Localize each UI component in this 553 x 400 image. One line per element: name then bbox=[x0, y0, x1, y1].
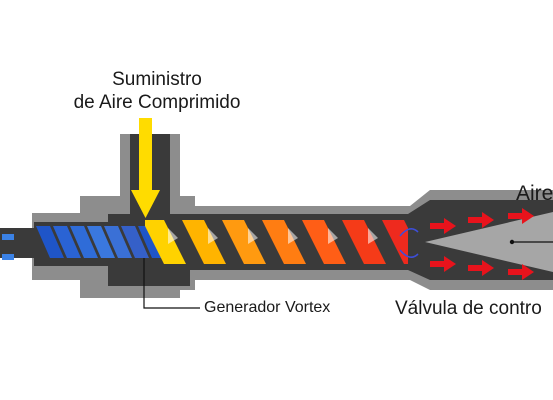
swirl-band-hot bbox=[262, 220, 306, 264]
swirl-band-hot bbox=[302, 220, 346, 264]
hot-air-arrow-icon bbox=[468, 260, 494, 276]
swirl-arrow-icon bbox=[368, 228, 378, 244]
hot-air-label: Aire bbox=[516, 182, 553, 205]
supply-label: Suministro de Aire Comprimido bbox=[52, 68, 262, 114]
swirl-band-cold bbox=[87, 226, 115, 258]
swirl-band-hot bbox=[142, 220, 186, 264]
swirl-airflow bbox=[36, 220, 408, 264]
cold-air-arrow-icon bbox=[2, 234, 14, 260]
swirl-arrow-icon bbox=[328, 228, 338, 244]
swirl-band-cold bbox=[70, 226, 98, 258]
hot-air-arrow-icon bbox=[430, 256, 456, 272]
swirl-band-cold bbox=[104, 226, 132, 258]
swirl-band-cold bbox=[53, 226, 81, 258]
swirl-band-hot bbox=[182, 220, 226, 264]
cone-leader-dot bbox=[509, 239, 515, 245]
supply-arrow-down-icon bbox=[131, 118, 160, 218]
supply-label-line1: Suministro bbox=[112, 69, 202, 90]
swirl-arrow-icon bbox=[248, 228, 258, 244]
return-swirl bbox=[399, 228, 419, 258]
hot-air-arrow-icon bbox=[468, 212, 494, 228]
swirl-band-hot bbox=[382, 220, 408, 264]
hot-air-arrow-icon bbox=[430, 218, 456, 234]
swirl-arrow-icon bbox=[168, 228, 178, 244]
hot-air-arrow-icon bbox=[430, 208, 534, 280]
control-valve-label: Válvula de contro bbox=[395, 298, 542, 319]
supply-label-line2: de Aire Comprimido bbox=[73, 92, 241, 113]
swirl-band-hot bbox=[222, 220, 266, 264]
swirl-band-cold bbox=[36, 226, 64, 258]
hot-air-arrow-icon bbox=[508, 208, 534, 224]
swirl-band-hot bbox=[342, 220, 386, 264]
vortex-generator-label: Generador Vortex bbox=[204, 299, 331, 316]
swirl-band-cold bbox=[121, 226, 149, 258]
swirl-arrow-icon bbox=[288, 228, 298, 244]
hot-air-arrow-icon bbox=[508, 264, 534, 280]
cold-exit-tube bbox=[0, 228, 36, 258]
control-valve-cone bbox=[425, 212, 553, 272]
vortex-leader-line bbox=[143, 258, 200, 309]
swirl-arrow-icon bbox=[208, 228, 218, 244]
